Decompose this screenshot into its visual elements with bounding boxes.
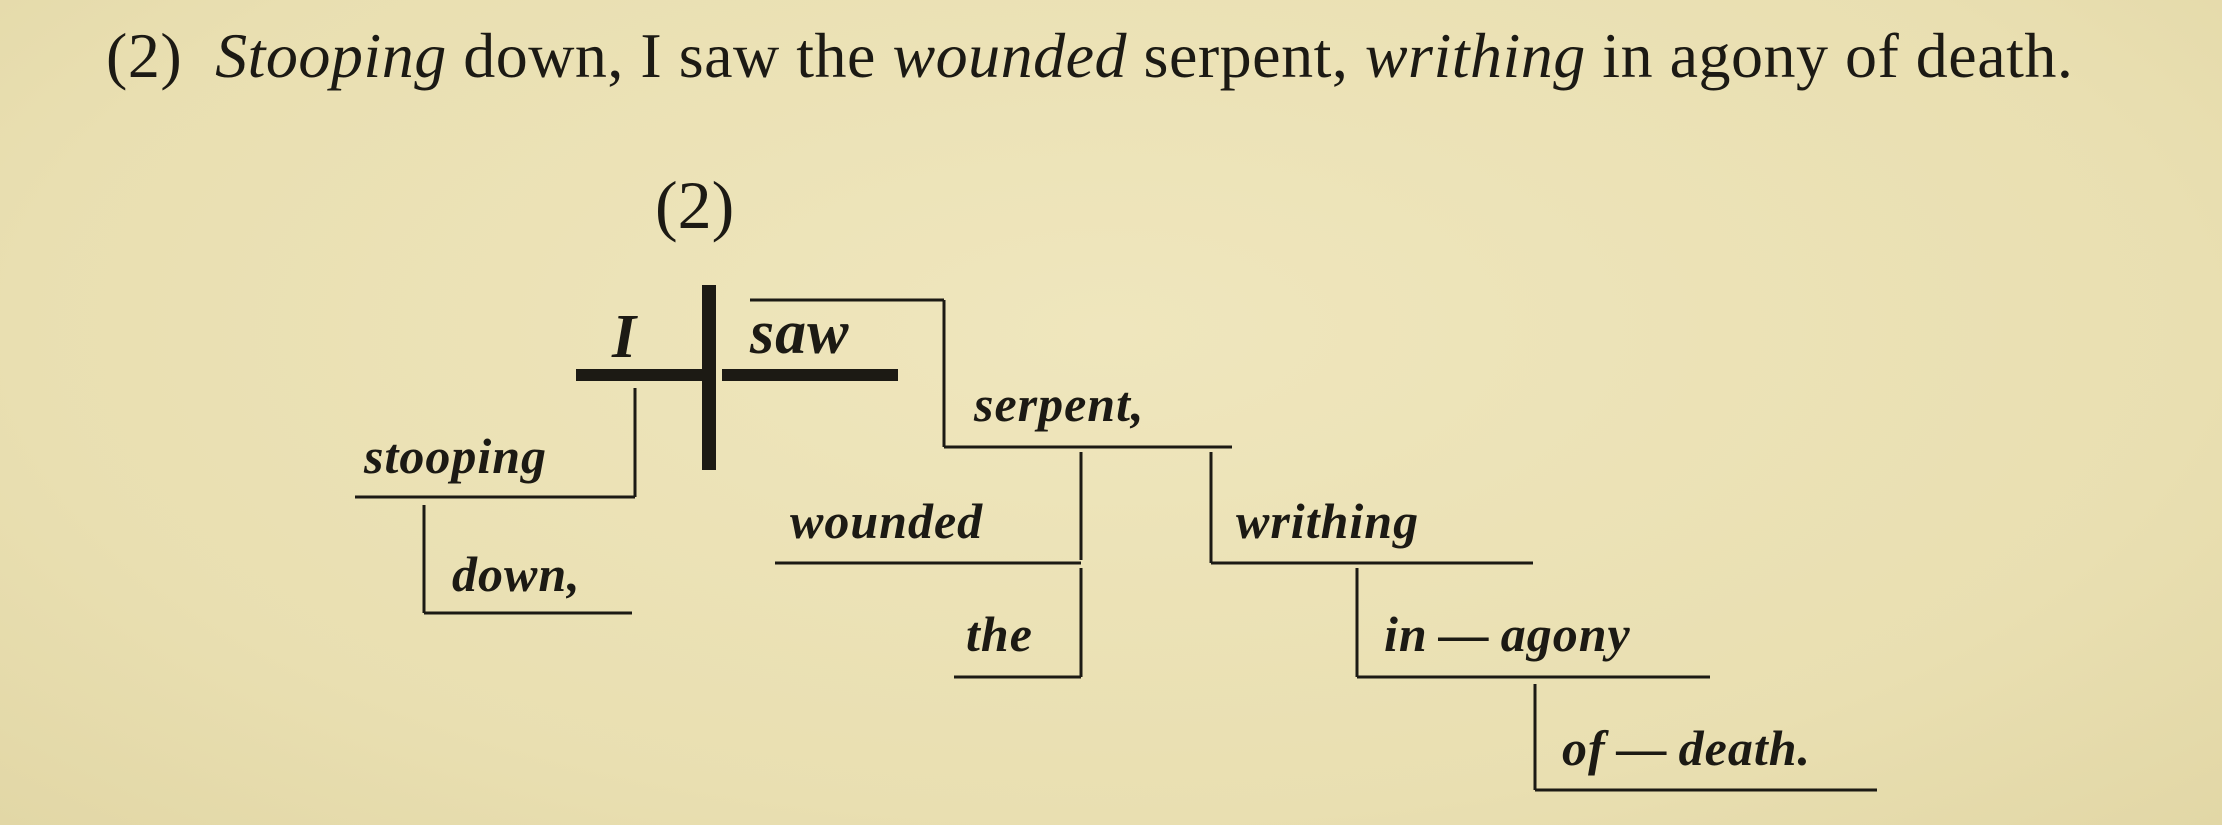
sentence-part-4: serpent,: [1127, 20, 1365, 91]
sentence-part-writhing: writhing: [1364, 20, 1586, 91]
sentence-part-6: in agony of death.: [1585, 20, 2074, 91]
sentence-part-wounded: wounded: [892, 20, 1128, 91]
word-verb: saw: [750, 299, 850, 367]
sentence-part-stooping: Stooping: [215, 20, 447, 91]
word-stooping: stooping: [364, 428, 548, 484]
word-down: down,: [452, 546, 581, 602]
word-subject: I: [612, 303, 638, 371]
diagram-number: (2): [655, 167, 735, 243]
word-of-death: of — death.: [1562, 720, 1812, 776]
word-wounded: wounded: [790, 493, 984, 549]
word-the: the: [966, 606, 1033, 662]
sentence-part-2: down, I saw the: [446, 20, 893, 91]
word-object: serpent,: [974, 376, 1145, 432]
word-in-agony: in — agony: [1384, 606, 1631, 662]
word-writhing: writhing: [1236, 493, 1420, 549]
example-sentence: (2) Stooping down, I saw the wounded ser…: [14, 14, 2210, 98]
sentence-number: (2): [106, 20, 183, 91]
